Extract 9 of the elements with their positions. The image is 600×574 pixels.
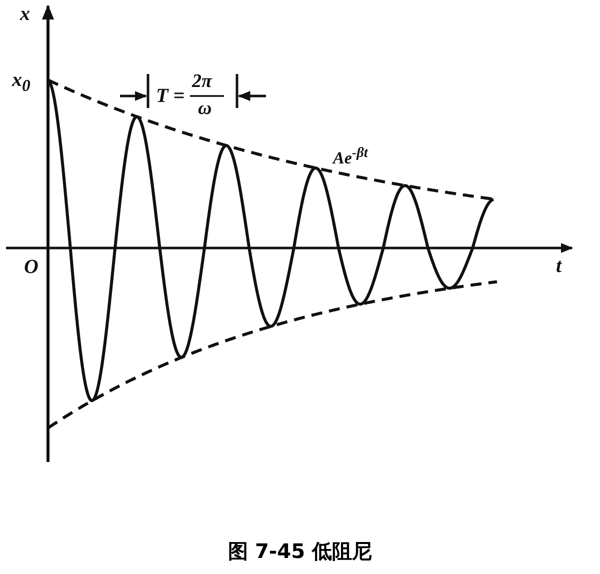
fraction-denominator: ω [198,99,212,118]
initial-displacement-label: x$_{0}$ [12,70,30,95]
period-label: T = [156,86,185,106]
axis-label: x [20,4,30,24]
envelope-label: Ae$^{-βt}$ [333,146,368,167]
axis-label: t [556,256,562,276]
origin-label: O [24,257,38,277]
figure-caption: 图 7-45 低阻尼 [228,538,372,565]
fraction-numerator: 2π [192,72,212,91]
